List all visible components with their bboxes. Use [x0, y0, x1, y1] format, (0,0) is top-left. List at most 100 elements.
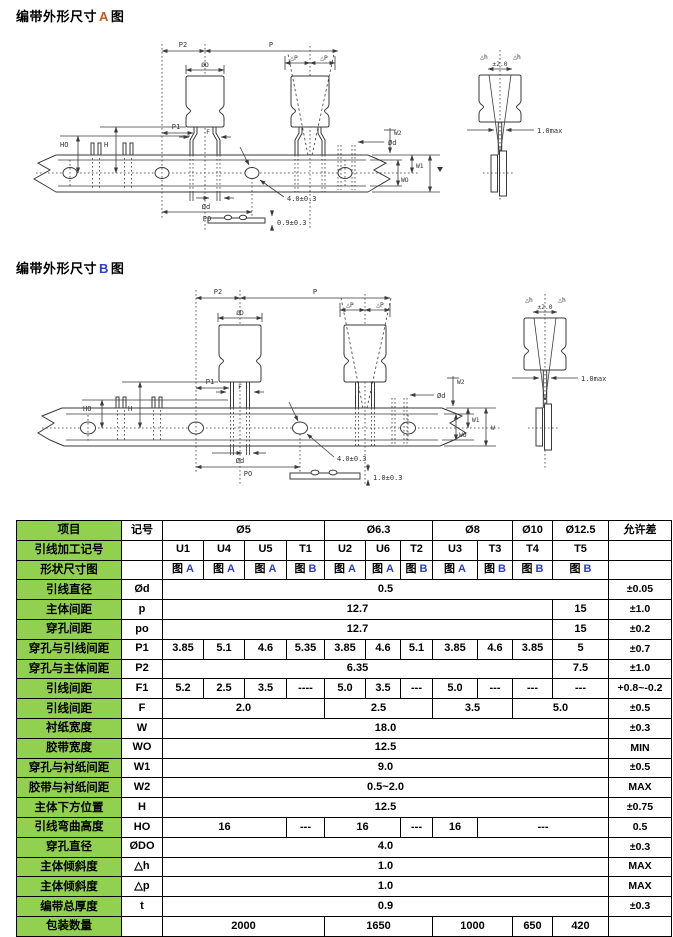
dim-label-strip-thickness: 0.9±0.3 [277, 219, 307, 227]
spec-cell: 5.0 [512, 698, 609, 719]
spec-cell: 16 [162, 816, 287, 838]
spec-cell: 6.35 [162, 658, 553, 680]
tolerance-cell: +0.8~-0.2 [608, 678, 672, 700]
tolerance-cell [608, 559, 672, 581]
leads-through-tape [355, 398, 408, 446]
spec-cell: 4.6 [244, 638, 287, 660]
row-label: 引线直径 [16, 579, 122, 601]
row-label: 主体下方位置 [16, 797, 122, 818]
spec-cell: T1 [286, 539, 325, 561]
table-row: 主体下方位置 H 12.5 ±0.75 [16, 797, 672, 818]
dim-label-h: H [128, 405, 132, 413]
diameter-header: Ø8 [432, 520, 513, 541]
spec-cell: U5 [244, 539, 287, 561]
row-symbol: 记号 [121, 520, 163, 541]
capacitor-body [218, 324, 262, 383]
table-row: 胶带宽度 WO 12.5 MIN [16, 737, 672, 759]
tape-edge-view [544, 403, 552, 451]
spec-cell: U4 [203, 539, 245, 561]
spec-cell: 7.5 [552, 658, 609, 680]
tolerance-cell: MIN [608, 737, 672, 759]
capacitor-body-side [523, 317, 567, 371]
row-symbol: △p [121, 876, 163, 898]
row-label: 项目 [16, 520, 122, 541]
table-row: 包装数量 2000 1650 1000 650 420 [16, 915, 672, 937]
row-symbol: HO [121, 816, 163, 838]
spec-cell: 3.85 [512, 638, 553, 660]
row-symbol: Ød [121, 579, 163, 601]
table-row: 引线间距 F1 5.2 2.5 3.5 ---- 5.0 3.5 --- 5.0… [16, 678, 672, 700]
table-row: 穿孔与衬纸间距 W1 9.0 ±0.5 [16, 757, 672, 779]
capacitor-leads [189, 127, 221, 155]
spec-cell: 0.9 [162, 896, 609, 917]
spec-cell: 3.85 [432, 638, 478, 660]
tape-edge-view [535, 407, 543, 447]
spec-cell: 5.1 [203, 638, 245, 660]
tape-section-view [289, 469, 361, 480]
dim-label-wo: WO [459, 432, 467, 439]
tape-edge-view [490, 154, 498, 193]
table-row: 引线加工记号 U1 U4 U5 T1 U2 U6 T2 U3 T3 T4 T5 [16, 539, 672, 561]
spec-cell: U3 [432, 539, 478, 561]
spec-cell: --- [400, 816, 433, 838]
row-symbol [121, 915, 163, 937]
table-row: 衬纸宽度 W 18.0 ±0.3 [16, 717, 672, 739]
table-row: 主体倾斜度 △p 1.0 MAX [16, 876, 672, 898]
spec-cell: 5.0 [432, 678, 478, 700]
diagram-a-title-suffix: 图 [110, 9, 125, 24]
capacitor-body [185, 75, 225, 128]
dim-label-od-body: ØD [201, 61, 209, 69]
cut-lead-stubs [90, 142, 134, 156]
table-row: 引线弯曲高度 HO 16 --- 16 --- 16 --- 0.5 [16, 816, 672, 838]
dimension-lines [82, 295, 496, 486]
row-label: 穿孔间距 [16, 618, 122, 640]
dim-label-w1: W1 [472, 417, 480, 424]
row-symbol: H [121, 797, 163, 818]
dim-label-p2: P2 [214, 288, 222, 296]
table-row: 穿孔与主体间距 P2 6.35 7.5 ±1.0 [16, 658, 672, 680]
spec-cell: --- [400, 678, 433, 700]
dim-label-p: P [313, 288, 317, 296]
tape-strip [32, 154, 392, 193]
tolerance-cell: ±0.5 [608, 757, 672, 779]
diameter-header: Ø5 [162, 520, 325, 541]
dim-label-hole-dia: 4.0±0.3 [287, 195, 317, 203]
diagram-a-title-letter: A [99, 9, 109, 24]
spec-cell: U6 [365, 539, 401, 561]
spec-cell: 3.85 [324, 638, 366, 660]
spec-cell: 12.5 [162, 797, 609, 818]
table-row: 引线直径 Ød 0.5 ±0.05 [16, 579, 672, 601]
sprocket-hole [188, 421, 204, 435]
dim-label-w: W [491, 425, 495, 432]
spec-cell: 16 [324, 816, 401, 838]
dim-label-delta-h: △h [525, 297, 533, 304]
spec-cell: 1.0 [162, 876, 609, 898]
dim-label-od-lead: Ød [437, 392, 445, 400]
dim-label-strip-thickness: 1.0±0.3 [373, 474, 403, 482]
capacitor-leads [230, 382, 250, 408]
row-symbol: W1 [121, 757, 163, 779]
spec-cell: 1.0 [162, 856, 609, 878]
sprocket-hole [244, 167, 260, 179]
spec-cell: 5 [552, 638, 609, 660]
table-row: 穿孔直径 ØDO 4.0 ±0.3 [16, 836, 672, 858]
spec-cell: 3.5 [244, 678, 287, 700]
spec-cell: 2.5 [203, 678, 245, 700]
spec-cell: 5.1 [400, 638, 433, 660]
spec-cell: T2 [400, 539, 433, 561]
row-label: 主体间距 [16, 599, 122, 620]
dim-label-delta-h: △h [558, 297, 566, 304]
sprocket-hole [292, 421, 308, 435]
row-label: 引线弯曲高度 [16, 816, 122, 838]
tolerance-cell: ±0.3 [608, 836, 672, 858]
dim-label-od-lead: Ød [388, 139, 396, 147]
spec-cell: 3.5 [432, 698, 513, 719]
dim-label-w2: W2 [394, 130, 402, 137]
row-symbol: ØDO [121, 836, 163, 858]
